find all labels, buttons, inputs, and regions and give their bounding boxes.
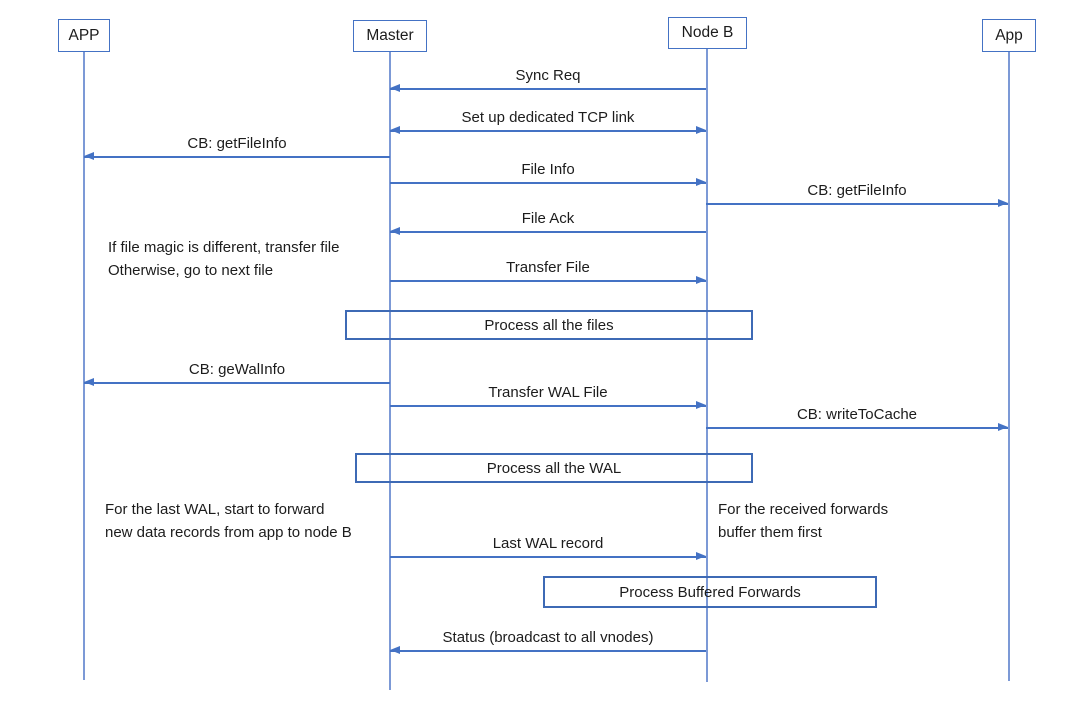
arrowhead-right-icon — [696, 177, 706, 186]
actor-app-left-label: APP — [68, 26, 100, 44]
message-cb-gewalinfo-label: CB: geWalInfo — [188, 361, 286, 378]
note-file-magic: If file magic is different, transfer fil… — [108, 236, 339, 282]
message-last-wal-line — [390, 556, 706, 558]
actor-app-right-label: App — [995, 26, 1023, 44]
process-box-wal: Process all the WAL — [355, 453, 753, 483]
message-transfer-wal-label: Transfer WAL File — [488, 384, 608, 401]
message-file-ack-label: File Ack — [521, 210, 575, 227]
message-last-wal-label: Last WAL record — [492, 535, 604, 552]
note-received-forwards: For the received forwards buffer them fi… — [718, 498, 888, 544]
process-box-wal-label: Process all the WAL — [486, 459, 622, 477]
message-transfer-wal-line — [390, 405, 706, 407]
actor-node-b-label: Node B — [681, 24, 734, 41]
message-sync-req-line — [390, 88, 706, 90]
message-sync-req-label: Sync Req — [515, 67, 581, 84]
note-received-forwards-line2: buffer them first — [718, 524, 822, 541]
process-box-forwards: Process Buffered Forwards — [543, 576, 877, 608]
message-cb-writetocache-label: CB: writeToCache — [796, 406, 918, 423]
note-file-magic-line2: Otherwise, go to next file — [108, 262, 274, 279]
note-received-forwards-line1: For the received forwards — [718, 501, 889, 518]
message-transfer-file-label: Transfer File — [506, 259, 590, 276]
message-tcp-link-label: Set up dedicated TCP link — [461, 109, 635, 126]
arrowhead-right-icon — [696, 125, 706, 134]
message-cb-getfileinfo-right-line — [706, 203, 1008, 205]
note-last-wal-line2: new data records from app to node B — [105, 524, 352, 541]
process-box-files: Process all the files — [345, 310, 753, 340]
message-file-info-line — [390, 182, 706, 184]
message-cb-getfileinfo-right-label: CB: getFileInfo — [807, 182, 907, 199]
lifeline-node-b — [706, 49, 708, 682]
message-tcp-link-line — [390, 130, 706, 132]
message-file-ack-line — [390, 231, 706, 233]
actor-app-left: APP — [58, 19, 110, 52]
arrowhead-right-icon — [696, 551, 706, 560]
message-status-line — [390, 650, 706, 652]
message-status-label: Status (broadcast to all vnodes) — [442, 629, 654, 646]
lifeline-app-left — [83, 52, 85, 680]
actor-master: Master — [353, 20, 427, 52]
note-file-magic-line1: If file magic is different, transfer fil… — [108, 239, 340, 256]
lifeline-app-right — [1008, 52, 1010, 681]
message-cb-writetocache-line — [706, 427, 1008, 429]
process-box-files-label: Process all the files — [484, 316, 614, 334]
arrowhead-right-icon — [998, 198, 1008, 207]
message-transfer-file-line — [390, 280, 706, 282]
message-cb-getfileinfo-left-label: CB: getFileInfo — [187, 135, 287, 152]
arrowhead-left-icon — [84, 151, 94, 160]
arrowhead-left-icon — [390, 645, 400, 654]
actor-master-label: Master — [366, 27, 414, 44]
arrowhead-right-icon — [696, 400, 706, 409]
actor-app-right: App — [982, 19, 1036, 52]
message-cb-gewalinfo-line — [84, 382, 390, 384]
arrowhead-left-icon — [84, 377, 94, 386]
arrowhead-right-icon — [696, 275, 706, 284]
arrowhead-left-icon — [390, 226, 400, 235]
actor-node-b: Node B — [668, 17, 747, 49]
message-file-info-label: File Info — [521, 161, 575, 178]
arrowhead-left-icon — [390, 125, 400, 134]
process-box-forwards-label: Process Buffered Forwards — [619, 583, 801, 601]
arrowhead-left-icon — [390, 83, 400, 92]
note-last-wal: For the last WAL, start to forward new d… — [105, 498, 352, 544]
lifeline-master — [389, 52, 391, 690]
message-cb-getfileinfo-left-line — [84, 156, 390, 158]
note-last-wal-line1: For the last WAL, start to forward — [105, 501, 325, 518]
arrowhead-right-icon — [998, 422, 1008, 431]
